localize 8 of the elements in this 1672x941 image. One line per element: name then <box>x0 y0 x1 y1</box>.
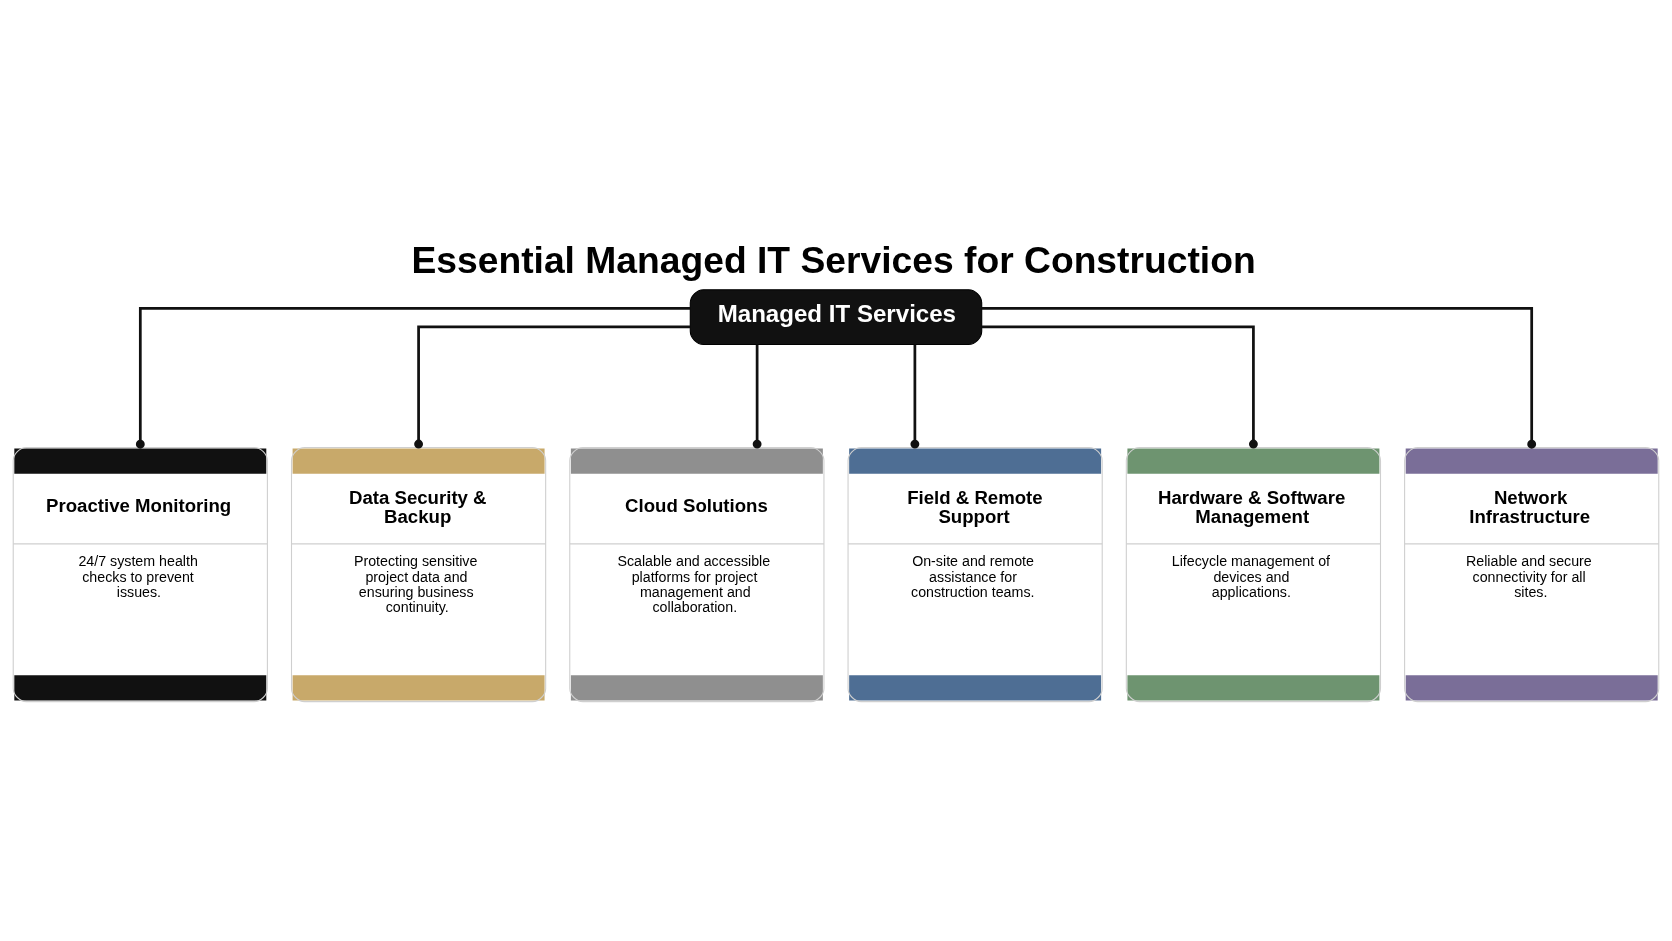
diagram-title: Essential Managed IT Services for Construction <box>411 238 1256 281</box>
connector <box>981 306 1537 449</box>
connector <box>135 306 691 449</box>
connector <box>414 325 690 448</box>
connector <box>982 325 1258 448</box>
connector <box>910 344 920 449</box>
node-box: Managed IT Services <box>689 288 983 345</box>
connector <box>752 344 762 449</box>
